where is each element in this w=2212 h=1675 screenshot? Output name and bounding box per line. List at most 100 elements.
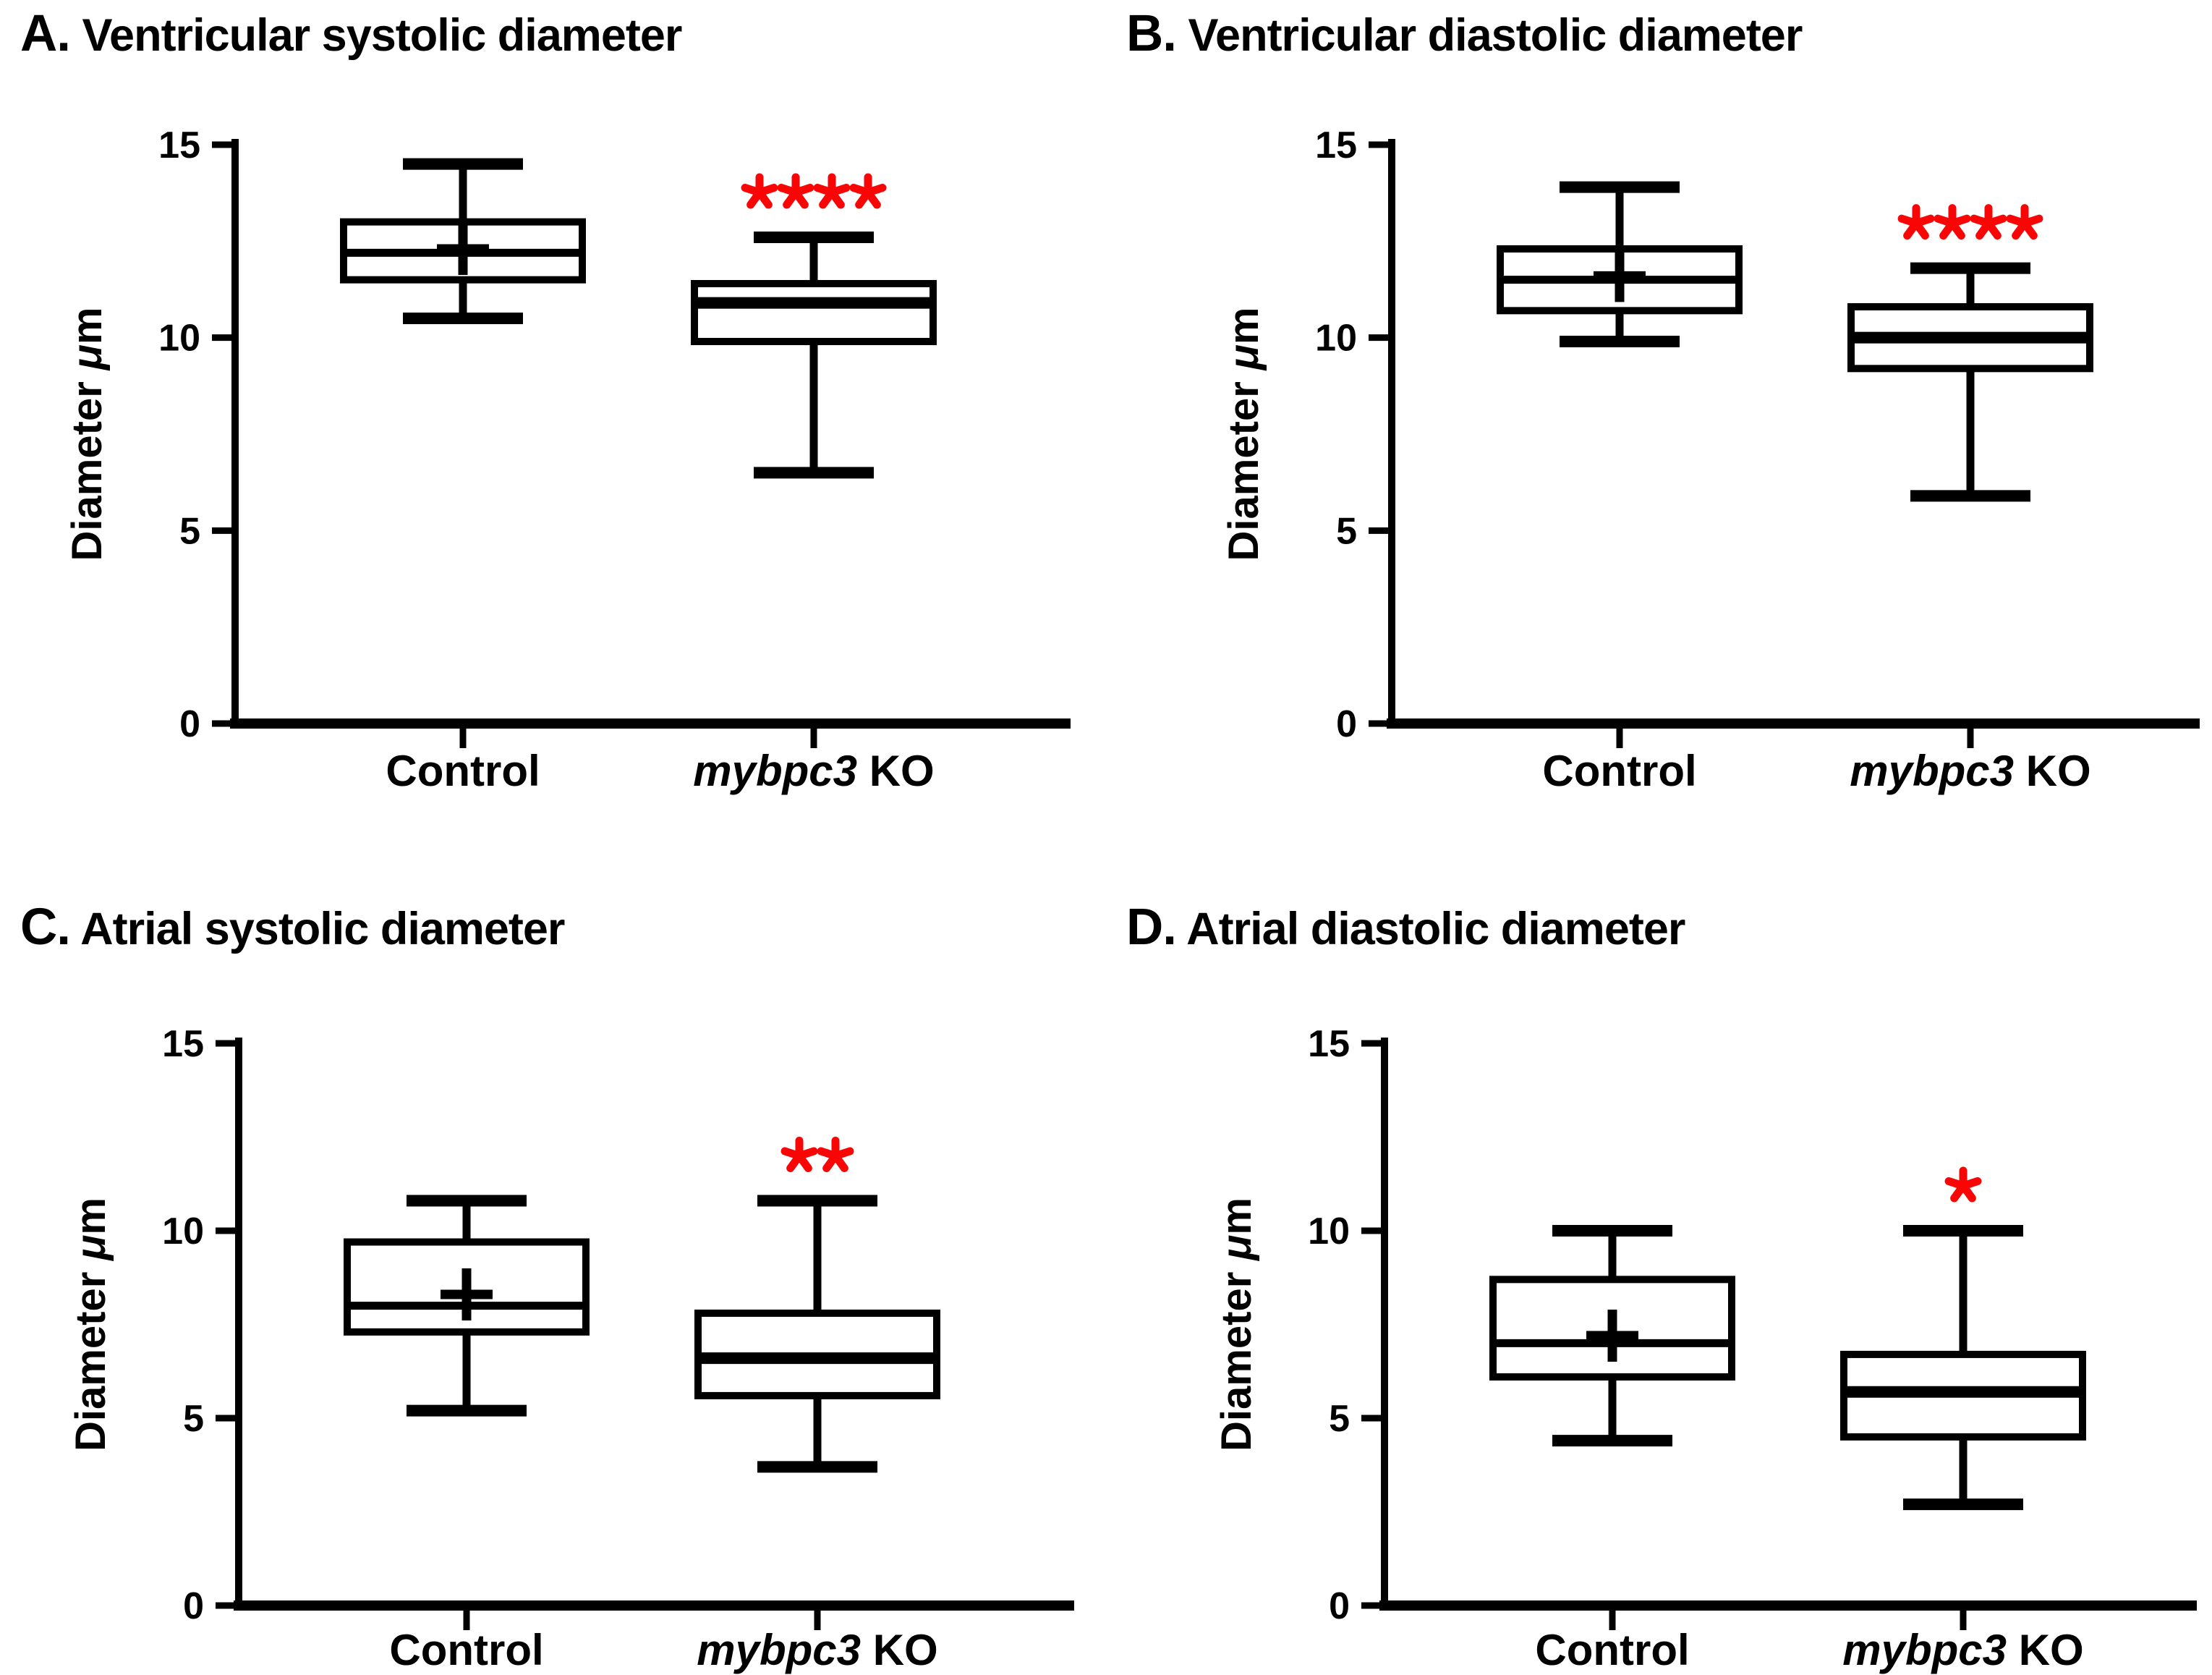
box-control — [344, 1195, 590, 1417]
x-category-label: mybpc3 KO — [1850, 747, 2090, 795]
x-category-label-part: KO — [857, 747, 935, 795]
x-category-label-part: KO — [2014, 747, 2091, 795]
panel-d-title: D. Atrial diastolic diameter — [1126, 898, 1685, 957]
x-category-label-part: KO — [861, 1626, 938, 1674]
y-axis-title-part: m — [1220, 308, 1267, 345]
y-tick-label: 10 — [158, 318, 200, 360]
y-axis-title-part: μ — [67, 1235, 114, 1262]
star-arm — [817, 1147, 840, 1161]
iqr-box — [691, 280, 937, 345]
y-tick-label: 15 — [1315, 124, 1357, 166]
star-icon — [813, 173, 851, 209]
star-arm — [813, 184, 836, 197]
star-arm — [1944, 1177, 1968, 1190]
star-icon — [780, 1137, 818, 1173]
star-icon — [2006, 204, 2043, 240]
star-arm — [2006, 214, 2029, 228]
y-tick-label: 5 — [1336, 510, 1357, 552]
x-category-label-part: mybpc3 — [1850, 747, 2014, 795]
panel-b-title: B. Ventricular diastolic diameter — [1126, 4, 1803, 63]
box-mybpc3-ko — [691, 232, 937, 479]
y-axis-title: Diameter μm — [1220, 308, 1267, 561]
star-arm — [1897, 214, 1920, 228]
star-arm — [1970, 214, 1993, 228]
box-control — [1489, 1225, 1735, 1447]
y-axis-title-part: m — [1213, 1197, 1260, 1235]
y-tick-label: 0 — [1329, 1585, 1350, 1627]
significance-stars — [741, 173, 887, 209]
x-category-label-part: mybpc3 — [693, 747, 857, 795]
panel-b-title-text: Ventricular diastolic diameter — [1188, 10, 1803, 61]
star-icon — [1944, 1166, 1982, 1203]
panel-b-letter: B. — [1126, 5, 1177, 62]
y-tick-label: 15 — [1308, 1023, 1350, 1065]
y-tick-label: 15 — [162, 1023, 204, 1065]
x-category-label-part: KO — [2007, 1626, 2084, 1674]
significance-stars — [780, 1137, 854, 1173]
star-icon — [741, 173, 778, 209]
star-arm — [849, 184, 872, 197]
significance-stars — [1944, 1166, 1982, 1203]
y-tick-label: 10 — [1308, 1210, 1350, 1252]
box-control — [1497, 181, 1743, 347]
box-mybpc3-ko — [1840, 1225, 2086, 1511]
y-axis-title-part: m — [67, 1197, 114, 1235]
x-category-label: mybpc3 KO — [693, 747, 934, 795]
panel-a-title-text: Ventricular systolic diameter — [82, 10, 683, 61]
y-axis-title-part: μ — [64, 344, 111, 371]
panel-c-letter: C. — [20, 899, 71, 956]
x-category-label-part: Control — [1542, 747, 1696, 795]
y-tick-label: 10 — [1315, 318, 1357, 360]
y-axis-title-part: m — [64, 308, 111, 345]
panel-c-title-text: Atrial systolic diameter — [80, 904, 565, 954]
x-category-label: Control — [389, 1626, 543, 1674]
y-axis-title-part: μ — [1213, 1235, 1260, 1262]
x-category-label: mybpc3 KO — [1842, 1626, 2083, 1674]
x-category-label: Control — [1535, 1626, 1689, 1674]
x-category-label: mybpc3 KO — [697, 1626, 937, 1674]
x-category-label: Control — [1542, 747, 1696, 795]
box-mybpc3-ko — [1847, 262, 2093, 502]
panel-a-title: A. Ventricular systolic diameter — [20, 4, 683, 63]
y-axis-title-part: Diameter — [1220, 370, 1267, 561]
y-tick-label: 15 — [158, 124, 200, 166]
box-control — [340, 158, 586, 324]
star-arm — [741, 184, 764, 197]
y-tick-label: 0 — [1336, 703, 1357, 745]
star-arm — [777, 184, 800, 197]
star-arm — [780, 1147, 804, 1161]
x-category-label: Control — [386, 747, 540, 795]
star-icon — [817, 1137, 854, 1173]
box-mybpc3-ko — [694, 1195, 940, 1473]
x-category-label-part: Control — [386, 747, 540, 795]
panel-d-title-text: Atrial diastolic diameter — [1186, 904, 1685, 954]
y-axis-title: Diameter μm — [64, 308, 111, 561]
y-axis-title-part: Diameter — [1213, 1260, 1260, 1451]
y-tick-label: 10 — [162, 1210, 204, 1252]
x-category-label-part: Control — [389, 1626, 543, 1674]
star-icon — [1934, 204, 1971, 240]
significance-stars — [1897, 204, 2043, 240]
star-icon — [1897, 204, 1935, 240]
x-category-label-part: Control — [1535, 1626, 1689, 1674]
x-category-label-part: mybpc3 — [697, 1626, 861, 1674]
star-icon — [1970, 204, 2007, 240]
y-tick-label: 0 — [183, 1585, 204, 1627]
y-axis-title-part: Diameter — [67, 1260, 114, 1451]
panel-d-letter: D. — [1126, 899, 1177, 956]
y-axis-title-part: μ — [1220, 344, 1267, 371]
star-icon — [777, 173, 814, 209]
panel-c-title: C. Atrial systolic diameter — [20, 898, 565, 957]
y-axis-title: Diameter μm — [67, 1197, 114, 1451]
y-tick-label: 5 — [179, 510, 200, 552]
y-tick-label: 0 — [179, 703, 200, 745]
y-tick-label: 5 — [1329, 1398, 1350, 1440]
panel-a-letter: A. — [20, 5, 71, 62]
